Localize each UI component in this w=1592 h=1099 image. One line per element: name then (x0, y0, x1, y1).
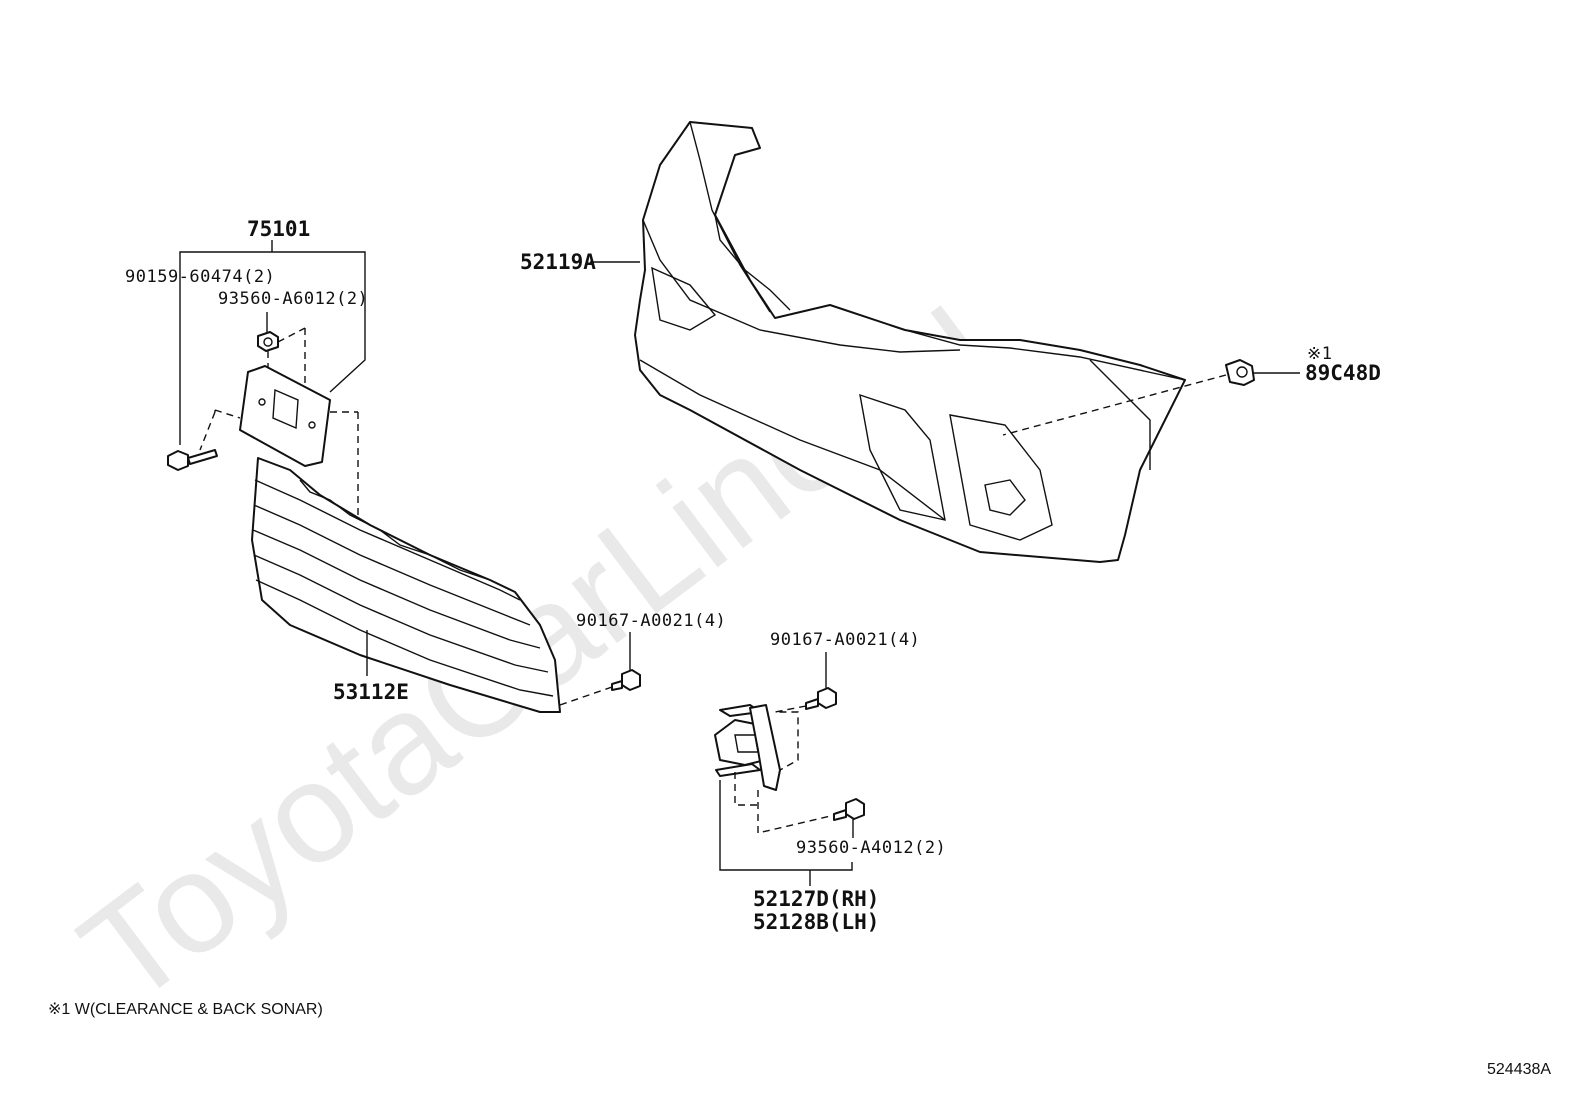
sensor[interactable] (1225, 359, 1255, 386)
grille[interactable] (251, 457, 561, 713)
label-bracket-bolt[interactable]: 90159-60474(2) (125, 267, 275, 287)
license-plate-bracket[interactable] (239, 365, 331, 467)
dash-bracket-a (214, 409, 241, 419)
dash-cover-a (774, 705, 807, 771)
footnote: ※1 W(CLEARANCE & BACK SONAR) (48, 1001, 323, 1018)
label-bumper-cover[interactable]: 52119A (520, 250, 596, 274)
fog-lamp-cover[interactable] (714, 704, 781, 791)
label-grille[interactable]: 53112E (333, 680, 409, 704)
dash-nut-a (277, 327, 306, 343)
label-bracket[interactable]: 75101 (247, 217, 310, 241)
dash-cover-c (757, 790, 836, 834)
dash-cover-b (734, 772, 758, 806)
label-cover-lh[interactable]: 52128B(LH) (753, 910, 879, 934)
dash-sensor (1002, 374, 1227, 436)
cover-nut[interactable] (833, 798, 865, 821)
label-sensor[interactable]: 89C48D (1305, 361, 1381, 385)
label-bracket-nut[interactable]: 93560-A6012(2) (218, 289, 368, 309)
label-cover-screw[interactable]: 90167-A0021(4) (770, 630, 920, 650)
dash-grille-screw (559, 686, 613, 706)
leader-bracket-group (179, 251, 366, 445)
bracket-bolt[interactable] (167, 449, 218, 471)
bracket-nut[interactable] (257, 331, 279, 352)
label-cover-rh[interactable]: 52127D(RH) (753, 887, 879, 911)
diagram-ref: 524438A (1487, 1061, 1551, 1078)
label-grille-screw[interactable]: 90167-A0021(4) (576, 611, 726, 631)
leader-cover-group (719, 780, 853, 871)
dash-bracket-c (199, 411, 216, 451)
label-cover-nut[interactable]: 93560-A4012(2) (796, 838, 946, 858)
grille-screw[interactable] (611, 669, 641, 691)
sensor-note-mark: ※1 (1307, 344, 1332, 364)
cover-screw[interactable] (805, 687, 837, 710)
